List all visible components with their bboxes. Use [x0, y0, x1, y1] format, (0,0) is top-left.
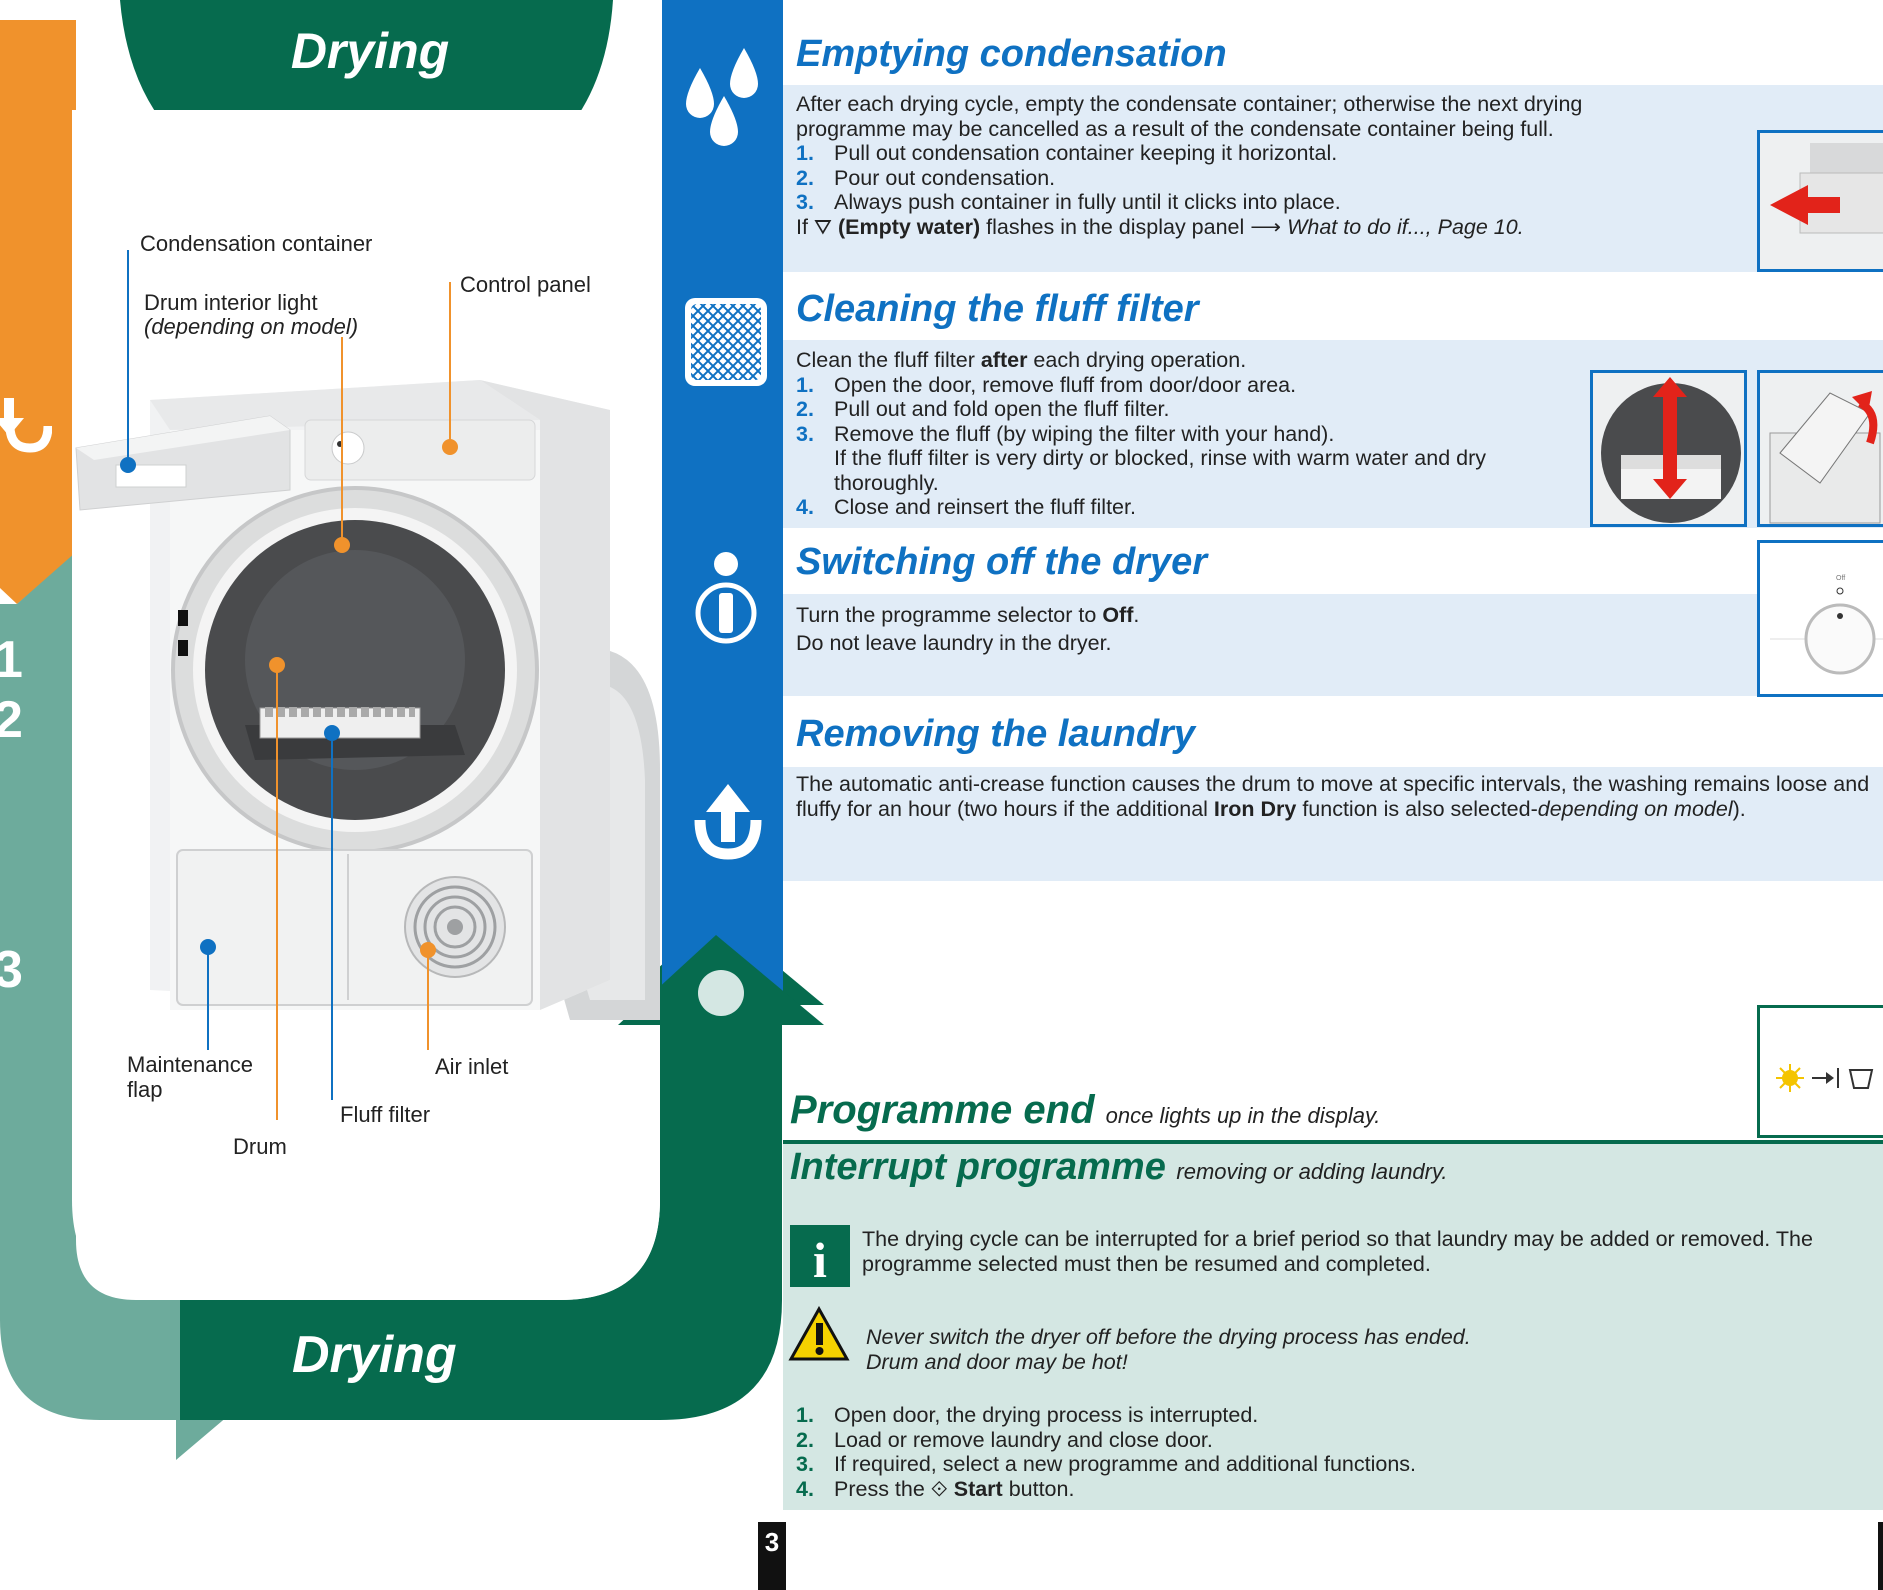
- maintenance-flap-dot: [200, 939, 216, 955]
- air-inlet-dot: [420, 942, 436, 958]
- label-drum-light: Drum interior light: [144, 290, 318, 315]
- fluff-step-3: 3.Remove the fluff (by wiping the filter…: [796, 421, 1487, 495]
- empty-water-icon: ⛛: [813, 214, 832, 239]
- condensation-note: If ⛛ (Empty water) flashes in the displa…: [796, 214, 1524, 239]
- programme-end-title: Programme end once lights up in the disp…: [790, 1088, 1381, 1132]
- warning-triangle-icon: [788, 1306, 850, 1361]
- condensation-container-dot: [120, 457, 136, 473]
- fluff-filter-icon: [685, 298, 767, 386]
- fluff-step-4: 4.Close and reinsert the fluff filter.: [796, 495, 1136, 519]
- switch-off-line-1: Turn the programme selector to Off.: [796, 603, 1140, 627]
- fluff-filter-dot: [324, 725, 340, 741]
- info-icon: i: [790, 1225, 850, 1288]
- footer-title: Drying: [292, 1326, 457, 1384]
- fluff-body: Clean the fluff filter after each drying…: [796, 348, 1586, 520]
- fluff-intro: Clean the fluff filter after each drying…: [796, 348, 1247, 372]
- condensation-body: After each drying cycle, empty the conde…: [796, 92, 1586, 239]
- switch-off-title: Switching off the dryer: [796, 541, 1208, 583]
- unload-arrow-small-icon: [0, 398, 52, 453]
- edge-number-1: 1: [0, 631, 23, 689]
- switch-off-body: Turn the programme selector to Off. Do n…: [796, 601, 1586, 657]
- interrupt-band: [783, 1140, 1883, 1510]
- condensation-step-3: 3.Always push container in fully until i…: [796, 190, 1341, 214]
- load-arrow-icon: [698, 970, 744, 1016]
- label-condensation-container: Condensation container: [140, 231, 373, 256]
- switch-off-line-2: Do not leave laundry in the dryer.: [796, 631, 1112, 655]
- condensation-intro: After each drying cycle, empty the conde…: [796, 92, 1583, 141]
- interrupt-step-3: 3.If required, select a new programme an…: [796, 1452, 1417, 1476]
- page-number: 3: [758, 1522, 786, 1590]
- condensation-step-1: 1.Pull out condensation container keepin…: [796, 141, 1338, 165]
- fluff-photo-2: [1757, 370, 1883, 527]
- drum-light-dot: [334, 537, 350, 553]
- removing-title: Removing the laundry: [796, 713, 1196, 755]
- interrupt-step-4: 4.Press the ⟐ Start button.: [796, 1476, 1075, 1501]
- interrupt-info-text: The drying cycle can be interrupted for …: [862, 1227, 1813, 1276]
- condensation-title: Emptying condensation: [796, 33, 1227, 75]
- interrupt-step-1: 1.Open door, the drying process is inter…: [796, 1403, 1259, 1427]
- leader-lines: [127, 250, 451, 1120]
- label-drum-light-note: (depending on model): [144, 314, 359, 339]
- edge-number-3: 3: [0, 941, 23, 999]
- label-drum: Drum: [233, 1134, 287, 1159]
- start-icon: ⟐: [930, 1476, 948, 1501]
- label-air-inlet: Air inlet: [435, 1054, 509, 1079]
- interrupt-step-2: 2.Load or remove laundry and close door.: [796, 1427, 1213, 1452]
- control-panel-dot: [442, 439, 458, 455]
- fluff-step-2: 2.Pull out and fold open the fluff filte…: [796, 397, 1170, 421]
- label-fluff-filter: Fluff filter: [340, 1102, 431, 1127]
- page-edge-marker: [1878, 1522, 1883, 1590]
- fluff-title: Cleaning the fluff filter: [796, 288, 1199, 330]
- dial-off-label: Off: [1836, 575, 1846, 582]
- unload-arrow-icon: [694, 784, 762, 860]
- removing-text: The automatic anti-crease function cause…: [796, 772, 1870, 821]
- condensation-step-2: 2.Pour out condensation.: [796, 165, 1056, 190]
- dial-photo: Off: [1757, 540, 1883, 697]
- header-title: Drying: [290, 23, 450, 79]
- interrupt-title: Interrupt programme removing or adding l…: [790, 1146, 1448, 1188]
- removing-band: [783, 767, 1883, 881]
- edge-number-2: 2: [0, 691, 23, 749]
- fluff-step-1: 1.Open the door, remove fluff from door/…: [796, 372, 1297, 397]
- interrupt-rule: [783, 1140, 1883, 1144]
- warning-text: Never switch the dryer off before the dr…: [866, 1325, 1471, 1374]
- condensation-photo: [1757, 130, 1883, 272]
- display-panel-photo: [1757, 1005, 1883, 1138]
- interrupt-steps: 1.Open door, the drying process is inter…: [796, 1403, 1796, 1501]
- water-drops-icon: [686, 48, 758, 146]
- condensation-band: [783, 85, 1883, 272]
- dryer-illustration: [75, 380, 660, 1020]
- info-circle-icon: [695, 552, 757, 644]
- drum-dot: [269, 657, 285, 673]
- label-control-panel: Control panel: [460, 272, 591, 297]
- switch-off-band: [783, 594, 1883, 696]
- removing-body: The automatic anti-crease function cause…: [796, 772, 1883, 821]
- label-maintenance-flap: Maintenance flap: [127, 1052, 253, 1102]
- fluff-photo-1: [1590, 370, 1747, 527]
